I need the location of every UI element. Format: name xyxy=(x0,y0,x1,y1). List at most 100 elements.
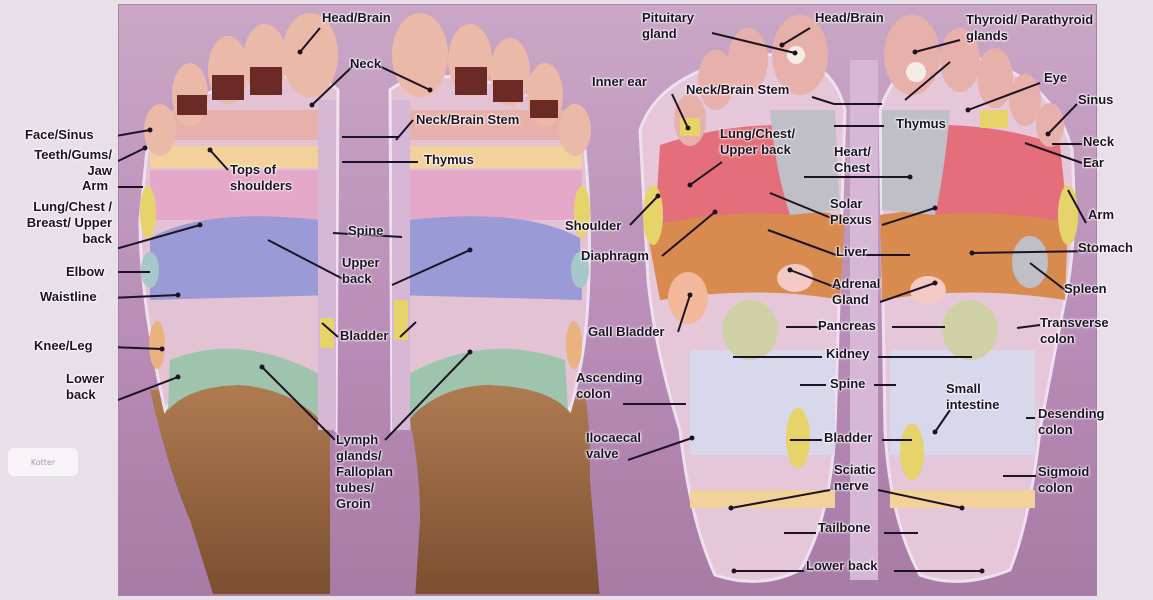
label-sciatic-nerve: Sciatic nerve xyxy=(834,462,876,493)
right-sole-kidney-zone xyxy=(942,300,998,360)
label-spine-top: Spine xyxy=(348,223,384,238)
label-solar-plexus: Solar Plexus xyxy=(830,196,872,227)
right-sole-bladder-zone xyxy=(900,424,924,480)
right-chest-zone xyxy=(392,170,582,220)
left-sole-adrenal-zone xyxy=(777,264,813,292)
label-upper-back-top: Upper back xyxy=(342,255,380,286)
right-knee-zone xyxy=(566,321,582,369)
label-desending-colon: Desending colon xyxy=(1038,406,1105,437)
label-head-brain-sole: Head/Brain xyxy=(815,10,884,25)
label-sigmoid-colon: Sigmoid colon xyxy=(1038,464,1090,495)
label-thymus-sole: Thymus xyxy=(896,116,946,131)
right-arm-zone xyxy=(574,186,590,238)
label-thyroid: Thyroid/ Parathyroid glands xyxy=(966,12,1094,43)
right-sole-toe-2 xyxy=(940,28,980,92)
label-neck-brain-stem-top: Neck/Brain Stem xyxy=(416,112,520,127)
label-pancreas: Pancreas xyxy=(818,318,876,333)
label-neck-top: Neck xyxy=(350,56,382,71)
left-lymph-zone xyxy=(168,348,330,432)
left-toe-band xyxy=(212,75,244,100)
sole-spine-strip xyxy=(850,60,878,580)
left-sole-toe-4 xyxy=(698,50,734,110)
right-foot-top xyxy=(388,13,600,594)
label-thymus-top: Thymus xyxy=(424,152,474,167)
right-big-toe xyxy=(392,13,448,97)
label-shoulder: Shoulder xyxy=(565,218,622,233)
left-arm-zone xyxy=(140,186,156,238)
left-sole-shoulder-zone xyxy=(643,185,663,245)
label-elbow: Elbow xyxy=(66,264,105,279)
label-small-intestine: Small intestine xyxy=(946,381,1000,412)
left-spine-zone xyxy=(318,100,336,430)
label-bladder-sole: Bladder xyxy=(824,430,873,445)
label-ear: Ear xyxy=(1083,155,1104,170)
label-ilocaecal-valve: Ilocaecal valve xyxy=(586,430,641,461)
label-knee-leg: Knee/Leg xyxy=(34,338,93,353)
label-pituitary-gland: Pituitary gland xyxy=(642,10,695,41)
label-head-brain-top: Head/Brain xyxy=(322,10,391,25)
label-lymph-glands: Lymph glands/ Falloplan tubes/ Groin xyxy=(336,432,394,511)
label-spine-sole: Spine xyxy=(830,376,866,391)
left-chest-zone xyxy=(150,170,335,220)
leader-lines xyxy=(118,27,1095,572)
right-sole-toe-5 xyxy=(1036,103,1064,147)
label-neck-brain-stem-sole: Neck/Brain Stem xyxy=(686,82,790,97)
left-upper-back-zone xyxy=(150,216,336,300)
label-arm-top: Arm xyxy=(82,178,109,193)
right-sole-heart-zone xyxy=(882,110,950,215)
right-toe-band xyxy=(455,67,487,95)
right-sole-big-toe xyxy=(884,15,940,95)
label-heart-chest: Heart/ Chest xyxy=(834,144,871,175)
label-sinus: Sinus xyxy=(1078,92,1114,107)
left-sole-bladder-zone xyxy=(786,408,810,468)
label-transverse-colon: Transverse colon xyxy=(1040,315,1109,346)
label-liver: Liver xyxy=(836,244,868,259)
label-waistline: Waistline xyxy=(40,289,97,304)
label-lung-chest-sole: Lung/Chest/ Upper back xyxy=(720,126,796,157)
left-toe-band xyxy=(177,95,207,115)
label-lower-back-sole: Lower back xyxy=(806,558,878,573)
label-face-sinus: Face/Sinus xyxy=(25,127,94,142)
left-leg-image xyxy=(150,380,330,594)
left-elbow-zone xyxy=(141,252,159,288)
left-foot-top xyxy=(138,13,340,594)
right-sole-lung-zone xyxy=(935,125,1068,222)
left-shoulder-zone xyxy=(150,146,335,168)
label-arm-sole: Arm xyxy=(1088,207,1115,222)
label-tailbone: Tailbone xyxy=(818,520,871,535)
label-diaphragm: Diaphragm xyxy=(581,248,649,263)
label-adrenal-gland: Adrenal Gland xyxy=(832,276,881,307)
left-bladder-zone xyxy=(320,318,334,348)
right-leg-image xyxy=(410,380,600,594)
left-toe-5 xyxy=(144,104,176,156)
right-toe-band xyxy=(530,100,558,118)
left-sole-sciatic-zone xyxy=(690,490,835,508)
label-ascending-colon: Ascending colon xyxy=(576,370,643,401)
right-sole-toe-3 xyxy=(977,48,1013,108)
eye-spot xyxy=(980,110,1008,128)
right-lymph-zone xyxy=(398,348,568,432)
label-inner-ear: Inner ear xyxy=(592,74,647,89)
label-bladder-top: Bladder xyxy=(340,328,389,343)
left-sole-kidney-zone xyxy=(722,300,778,360)
right-toe-5 xyxy=(559,104,591,156)
label-stomach: Stomach xyxy=(1078,240,1133,255)
label-teeth-gums-jaw: Teeth/Gums/ Jaw xyxy=(34,147,112,178)
left-sole-heart-zone xyxy=(770,110,840,215)
right-upper-back-zone xyxy=(392,216,582,300)
left-sole-intestine-zone xyxy=(690,350,835,455)
leader-dots xyxy=(142,42,1051,574)
left-toe-band xyxy=(250,67,282,95)
right-sole-arm-zone xyxy=(1058,185,1078,245)
label-gall-bladder: Gall Bladder xyxy=(588,324,665,339)
left-knee-zone xyxy=(149,321,165,369)
watermark-logo: Kotter xyxy=(8,448,78,476)
label-kidney: Kidney xyxy=(826,346,870,361)
right-spine-zone xyxy=(392,100,410,430)
label-neck-sole: Neck xyxy=(1083,134,1115,149)
right-toe-band xyxy=(493,80,523,102)
label-lower-back-top: Lower back xyxy=(66,371,105,402)
thyroid-spot xyxy=(906,62,926,82)
right-bladder-zone xyxy=(394,300,408,340)
